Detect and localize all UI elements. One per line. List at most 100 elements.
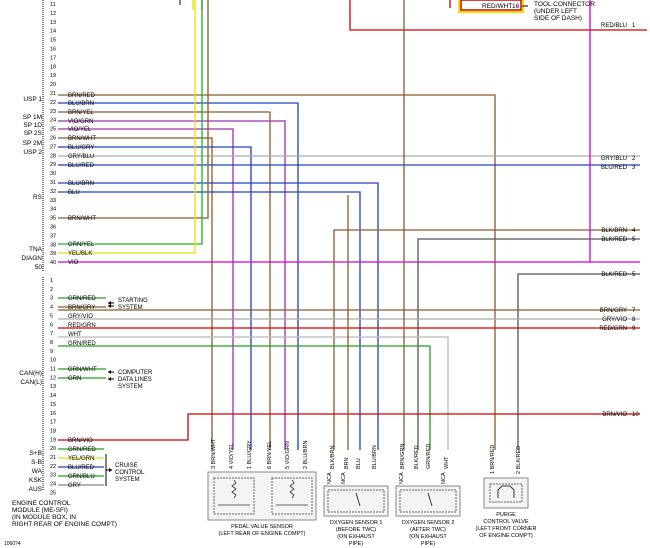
pin-number: 22 — [50, 100, 56, 106]
pin-number: 23 — [50, 473, 56, 479]
pin-number: 24 — [50, 482, 56, 488]
svg-text:GRN/RED: GRN/RED — [68, 341, 96, 347]
svg-text:PURGE: PURGE — [496, 512, 516, 518]
pin-number: 32 — [50, 189, 56, 195]
svg-text:BLU/BRN: BLU/BRN — [372, 445, 378, 469]
tool-connector: RED/WHT 16 TOOL CONNECTOR (UNDER LEFT SI… — [458, 0, 595, 22]
label-50: 50 — [35, 264, 43, 271]
wire — [58, 0, 196, 254]
pin-number: 19 — [50, 437, 56, 443]
wire — [58, 0, 203, 245]
svg-text:BRN/GRN: BRN/GRN — [400, 444, 406, 469]
svg-text:GRY/BLU: GRY/BLU — [601, 156, 627, 162]
wire — [333, 229, 640, 450]
label-sp1d: SP 1D — [23, 122, 42, 129]
wire — [58, 128, 234, 450]
svg-text:WHT: WHT — [444, 456, 450, 469]
svg-text:GRN/YEL: GRN/YEL — [68, 242, 95, 248]
svg-text:BLU/BRN: BLU/BRN — [68, 101, 94, 107]
pin-number: 36 — [50, 225, 56, 231]
pin-number: 27 — [50, 144, 56, 150]
pin-number: 24 — [50, 118, 56, 124]
svg-text:5 VIO/GRN: 5 VIO/GRN — [285, 441, 291, 469]
svg-text:GRY: GRY — [68, 483, 81, 489]
svg-text:GRN: GRN — [68, 376, 81, 382]
pin-number: 18 — [50, 64, 56, 70]
svg-text:BLK/RED: BLK/RED — [601, 237, 627, 243]
svg-text:MODULE (ME-SFI): MODULE (ME-SFI) — [12, 507, 68, 514]
svg-text:BLU/BRN: BLU/BRN — [68, 181, 94, 187]
svg-text:GRY/BLU: GRY/BLU — [68, 154, 94, 160]
label-canh: CAN(H) — [19, 370, 42, 377]
pin-number: 25 — [50, 490, 56, 496]
wire — [58, 0, 209, 219]
label-canl: CAN(L) — [20, 379, 42, 386]
pin-number: 25 — [50, 127, 56, 133]
pin-number: 18 — [50, 428, 56, 434]
pin-number: 10 — [50, 358, 56, 364]
svg-text:(BEFORE TWC): (BEFORE TWC) — [336, 527, 376, 533]
svg-text:7: 7 — [632, 308, 636, 314]
pedal-value-sensor: 3 BRN/WHT 4 VIO/YEL 1 BLU/GRY 6 BRN/YEL … — [207, 438, 317, 537]
pin-number: 16 — [50, 47, 56, 53]
svg-text:YEL/GRN: YEL/GRN — [68, 456, 94, 462]
svg-text:BRN/GRY: BRN/GRY — [68, 305, 95, 311]
svg-text:BRN/WHT: BRN/WHT — [68, 136, 96, 142]
svg-text:NCA: NCA — [399, 472, 405, 484]
label-diagn: DIAGN — [21, 255, 42, 262]
svg-text:YEL/BLK: YEL/BLK — [68, 251, 92, 257]
svg-text:(LEFT REAR OF ENGINE COMPT): (LEFT REAR OF ENGINE COMPT) — [219, 531, 306, 537]
svg-text:CRUISE: CRUISE — [115, 463, 138, 469]
pin-number: 12 — [50, 11, 56, 17]
svg-text:NCA: NCA — [327, 472, 333, 484]
wire — [58, 146, 252, 450]
pin-number: 6 — [50, 322, 53, 328]
pin-number: 38 — [50, 242, 56, 248]
svg-text:OXYGEN SENSOR 2: OXYGEN SENSOR 2 — [402, 520, 455, 526]
svg-text:BLU/RED: BLU/RED — [601, 165, 628, 171]
svg-text:6 BRN/YEL: 6 BRN/YEL — [267, 441, 273, 469]
pin-number: 28 — [50, 153, 56, 159]
svg-text:(LEFT FRONT CORNER: (LEFT FRONT CORNER — [476, 526, 537, 532]
svg-text:(ON EXHAUST: (ON EXHAUST — [409, 534, 447, 540]
svg-text:BLK/BRN: BLK/BRN — [601, 228, 627, 234]
wire — [58, 336, 449, 450]
group-labels: STARTING SYSTEM COMPUTER DATA LINES SYST… — [105, 298, 153, 486]
pin-number: 11 — [50, 2, 56, 8]
pin-number: 21 — [50, 455, 56, 461]
svg-text:8: 8 — [632, 317, 636, 323]
svg-text:GRY/VIO: GRY/VIO — [68, 314, 93, 320]
svg-text:2 BLK/RED: 2 BLK/RED — [516, 446, 522, 474]
label-aus: AUS — [29, 486, 43, 493]
svg-text:5: 5 — [632, 237, 636, 243]
wire — [58, 345, 431, 450]
svg-text:RED/WHT: RED/WHT — [482, 3, 512, 10]
pin-number: 17 — [50, 55, 56, 61]
label-ksk: KSK — [29, 477, 43, 484]
pin-number: 30 — [50, 171, 56, 177]
pin-number: 40 — [50, 260, 56, 266]
purge-control-valve: 1 BRN/RED 2 BLK/RED PURGE CONTROL VALVE … — [476, 445, 537, 539]
pin-number: 19 — [50, 73, 56, 79]
svg-text:COMPUTER: COMPUTER — [118, 370, 153, 376]
svg-text:BRN/RED: BRN/RED — [68, 93, 96, 99]
label-tna: TNA — [29, 246, 43, 253]
svg-text:1 BRN/RED: 1 BRN/RED — [490, 445, 496, 474]
svg-text:GRN/BLU: GRN/BLU — [68, 474, 95, 480]
svg-text:OF ENGINE COMPT): OF ENGINE COMPT) — [479, 533, 533, 539]
pin-number: 12 — [50, 375, 56, 381]
label-sp1m: SP 1M — [23, 114, 42, 121]
svg-text:GRY/VIO: GRY/VIO — [602, 317, 627, 323]
svg-text:CONTROL: CONTROL — [115, 470, 145, 476]
svg-text:GRN/RED: GRN/RED — [68, 296, 96, 302]
ecm-caption: ENGINE CONTROL MODULE (ME-SFI) (IN MODUL… — [12, 500, 117, 528]
label-usp1: USP 1 — [23, 96, 42, 103]
svg-text:RED/GRN: RED/GRN — [599, 326, 627, 332]
svg-text:(AFTER TWC): (AFTER TWC) — [410, 527, 446, 533]
svg-text:NCA: NCA — [441, 472, 447, 484]
svg-text:(IN MODULE BOX, IN: (IN MODULE BOX, IN — [12, 514, 76, 521]
svg-text:SIDE OF DASH): SIDE OF DASH) — [534, 15, 582, 22]
svg-text:SYSTEM: SYSTEM — [118, 305, 143, 311]
pin-number: 26 — [50, 136, 56, 142]
label-sp2m: SP 2M — [23, 140, 42, 147]
